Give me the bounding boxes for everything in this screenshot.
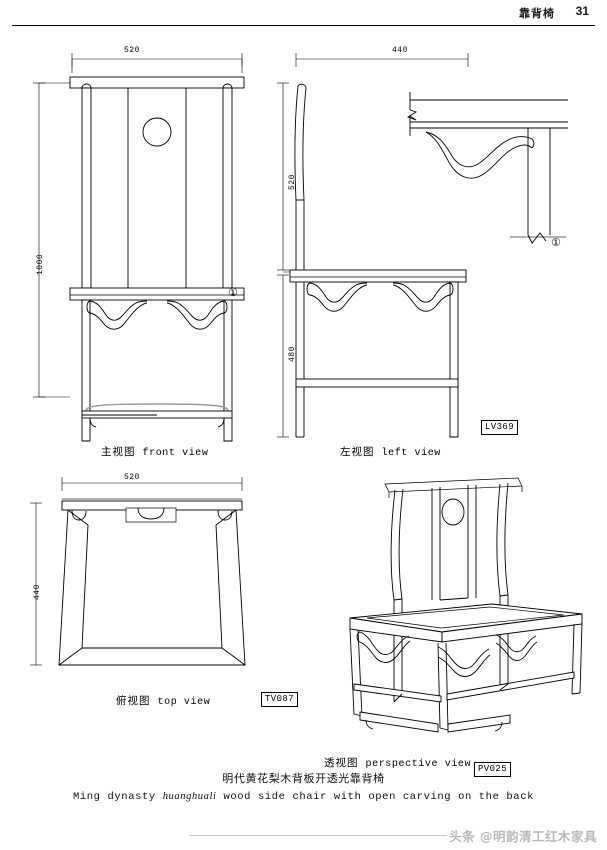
- front-height-dimension-text: 1000: [36, 253, 45, 275]
- front-width-dimension-text: 520: [124, 46, 140, 55]
- left-view-label-en: left view: [381, 448, 441, 459]
- left-upper-height-dimension-text: 520: [288, 174, 297, 190]
- left-width-dimension: [295, 53, 469, 67]
- perspective-view-drawing: [310, 472, 600, 762]
- watermark-dash: [189, 834, 448, 836]
- top-view-label: 俯视图 top view: [116, 693, 210, 708]
- perspective-view-label-cn: 透视图: [324, 757, 359, 769]
- front-view-label: 主视图 front view: [101, 444, 209, 459]
- left-height-dimensions: [277, 82, 300, 438]
- top-width-dimension: [61, 477, 243, 491]
- caption-english-prefix: Ming dynasty: [72, 791, 163, 803]
- perspective-view-label-en: perspective view: [365, 759, 472, 770]
- left-view-label: 左视图 left view: [340, 444, 441, 459]
- front-detail-marker: ①: [228, 286, 238, 299]
- front-height-dimension: [33, 82, 45, 398]
- perspective-view-code: PV025: [474, 762, 512, 777]
- top-view-label-en: top view: [157, 697, 211, 708]
- watermark-text: 头条 @明韵清工红木家具: [449, 828, 597, 844]
- top-view-label-cn: 俯视图: [116, 695, 151, 707]
- header-rule: [12, 25, 595, 26]
- top-width-dimension-text: 520: [124, 473, 140, 482]
- caption-english: Ming dynasty huanghuali wood side chair …: [0, 791, 607, 803]
- front-view-label-cn: 主视图: [101, 446, 136, 458]
- left-width-dimension-text: 440: [392, 46, 408, 55]
- page-title: 靠背椅: [519, 7, 555, 20]
- front-width-dimension: [71, 53, 243, 73]
- caption-english-italic: huanghuali: [162, 791, 217, 802]
- front-view-drawing: [20, 45, 285, 445]
- left-view-label-cn: 左视图: [340, 446, 375, 458]
- perspective-view-label: 透视图 perspective view: [324, 755, 471, 770]
- page-number: 31: [575, 4, 589, 18]
- detail-enlargement-drawing: [388, 90, 568, 260]
- caption-english-suffix: wood side chair with open carving on the…: [216, 791, 534, 803]
- top-view-drawing: [20, 470, 285, 700]
- caption-chinese: 明代黄花梨木背板开透光靠背椅: [222, 772, 385, 785]
- left-view-code: LV369: [481, 420, 519, 435]
- top-view-code: TV087: [261, 692, 299, 707]
- page-header: 靠背椅 31: [0, 0, 607, 28]
- left-lower-height-dimension-text: 480: [288, 346, 297, 362]
- watermark: 头条 @明韵清工红木家具: [0, 822, 607, 848]
- left-view-drawing: [272, 45, 497, 445]
- top-depth-dimension-text: 440: [33, 584, 42, 600]
- front-view-label-en: front view: [142, 448, 209, 459]
- top-depth-dimension: [30, 502, 42, 666]
- detail-marker: ①: [551, 236, 561, 249]
